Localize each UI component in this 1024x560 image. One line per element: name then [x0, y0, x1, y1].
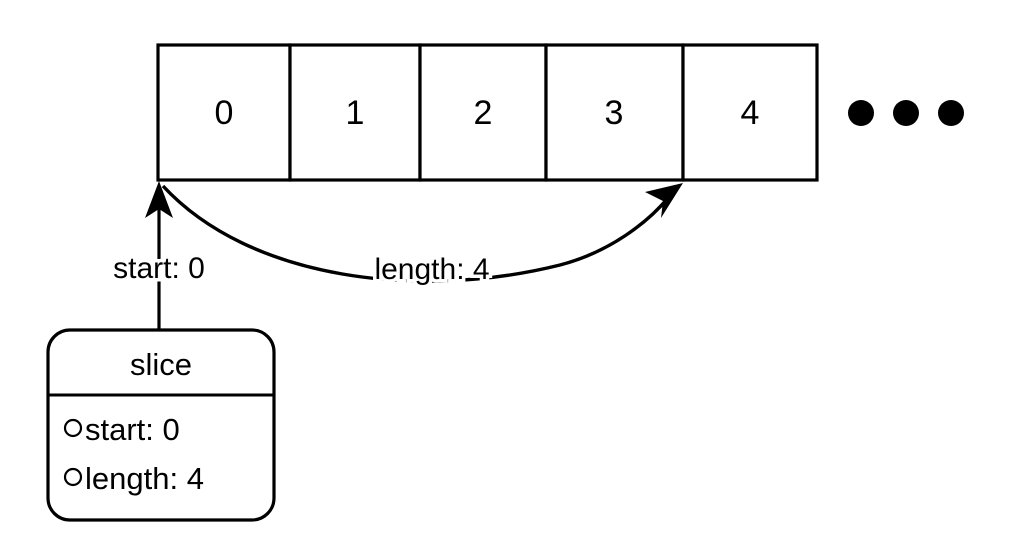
array-cell-1[interactable] — [288, 43, 422, 182]
array-cell-0-label: 0 — [215, 94, 234, 132]
array-cell-3-label: 3 — [605, 94, 624, 132]
hollow-circle-icon-start — [63, 418, 83, 438]
slice-node-title: slice — [130, 347, 192, 382]
start-edge-arrowhead — [145, 181, 173, 218]
ellipsis-dot-1 — [848, 100, 874, 126]
slice-node[interactable]: slice start: 0 length: 4 — [46, 328, 276, 522]
start-label: start: 0 — [113, 252, 205, 285]
slice-node-box[interactable] — [46, 328, 276, 522]
length-edge-arrowhead — [645, 183, 683, 218]
length-label: length: 4 — [374, 253, 489, 286]
slice-attr-length: length: 4 — [85, 461, 204, 496]
length-edge-curve — [161, 184, 670, 283]
array-cell-4[interactable] — [681, 43, 819, 182]
ellipsis-dot-2 — [893, 100, 919, 126]
array-cell-4-label: 4 — [741, 94, 760, 132]
backing-array: 0 1 2 3 4 — [156, 43, 819, 182]
length-label-halo: length: 4 — [374, 253, 489, 286]
array-cell-2[interactable] — [418, 43, 548, 182]
hollow-circle-icon-length — [63, 467, 83, 487]
start-edge — [145, 181, 173, 330]
array-cell-2-label: 2 — [474, 94, 493, 132]
array-cell-0[interactable] — [156, 43, 292, 182]
ellipsis-dot-3 — [938, 100, 964, 126]
slice-attr-start: start: 0 — [85, 412, 180, 447]
start-label-halo: start: 0 — [113, 252, 205, 285]
ellipsis-icon — [848, 100, 964, 126]
length-edge — [161, 183, 683, 283]
array-cell-1-label: 1 — [346, 94, 365, 132]
